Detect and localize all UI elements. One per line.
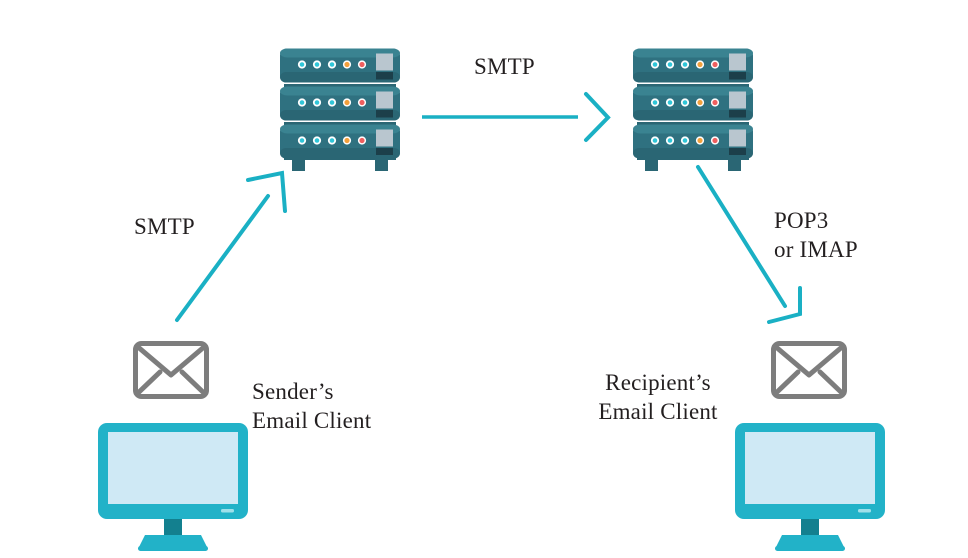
connection-server-to-client <box>696 165 802 324</box>
connection-label-smtp-server-to-server: SMTP <box>474 54 535 79</box>
recipient-monitor-icon <box>735 423 885 551</box>
connection-label-smtp-client-to-server: SMTP <box>134 214 195 239</box>
arrowhead-right-icon <box>584 92 611 142</box>
connection-client-to-server <box>175 170 287 322</box>
sender-monitor-icon <box>98 423 248 551</box>
recipient-mail-server-icon <box>633 49 753 172</box>
connection-label-pop3-imap: POP3 or IMAP <box>774 208 858 263</box>
recipient-envelope-icon <box>774 344 845 397</box>
recipient-client-label: Recipient’s Email Client <box>598 370 718 425</box>
connection-server-to-server <box>422 92 611 142</box>
sender-client-label: Sender’s Email Client <box>252 379 372 434</box>
sender-envelope-icon <box>136 344 207 397</box>
sender-mail-server-icon <box>280 49 400 172</box>
arrowhead-downright-icon <box>767 286 802 324</box>
arrowhead-upright-icon <box>246 170 287 213</box>
